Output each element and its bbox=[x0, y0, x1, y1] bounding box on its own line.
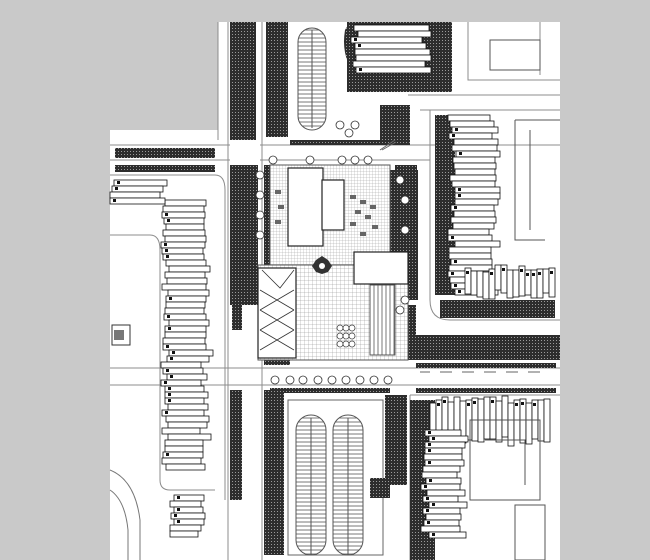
tree-rows bbox=[255, 120, 410, 385]
south-west-curves bbox=[109, 469, 141, 560]
west-residential-block bbox=[109, 179, 214, 471]
north-east-outlines bbox=[469, 39, 560, 560]
south-west-block bbox=[169, 494, 206, 538]
north-parking-lot bbox=[297, 27, 327, 131]
south-parking-lot bbox=[287, 399, 390, 556]
east-residential-block bbox=[447, 114, 556, 300]
road-markings bbox=[379, 139, 540, 373]
central-plaza bbox=[257, 164, 409, 361]
north-block bbox=[350, 24, 432, 74]
